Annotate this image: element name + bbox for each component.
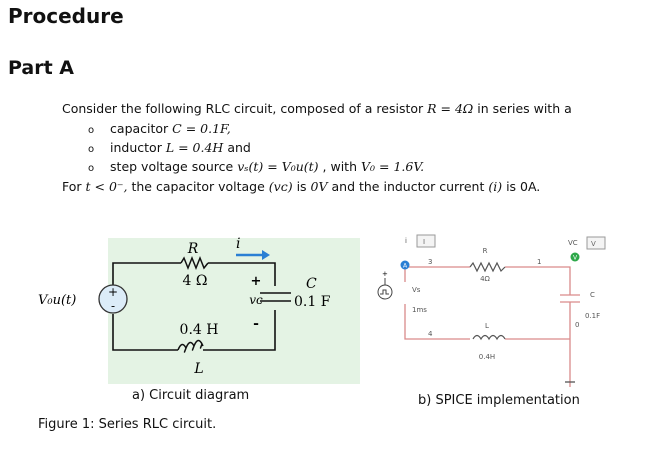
source-label: V₀u(t) [38, 293, 76, 308]
resistor-label: R [187, 241, 199, 257]
inductor-value: 0.4 H [180, 322, 219, 338]
initial-text: the capacitor voltage [127, 179, 269, 194]
spice-l-label: L [485, 322, 489, 330]
spice-vs-time: 1ms [412, 306, 427, 314]
spice-resistor [469, 261, 506, 273]
resistor-symbol [180, 255, 209, 271]
voltage-meter-box [586, 236, 606, 250]
source-minus: - [111, 299, 115, 313]
diagram-background [108, 238, 360, 384]
spice-schematic: + A V I V i 3 R 4Ω 1 VC Vs 1ms 4 L 0.4H … [377, 234, 606, 387]
vc-label: vᴄ [249, 293, 263, 307]
spice-r-label: R [483, 247, 488, 255]
intro-tail: in series with a [473, 101, 572, 116]
resistor-eq: R = 4Ω [427, 101, 474, 116]
initial-text: For [62, 179, 86, 194]
bullet-inductor: o inductor L = 0.4H and [88, 140, 251, 155]
initial-text: is 0A. [502, 179, 541, 194]
initial-eq: 0V [310, 179, 328, 194]
caption-b: b) SPICE implementation [418, 393, 580, 408]
spice-l-value: 0.4H [479, 353, 495, 361]
spice-c-value: 0.1F [585, 312, 600, 320]
bullet-eq: C = 0.1F, [172, 121, 231, 136]
bullet-text: inductor [110, 140, 166, 155]
node-4: 4 [428, 330, 433, 338]
bullet-post: and [223, 140, 251, 155]
node-1: 1 [537, 258, 541, 266]
inductor-label: L [193, 361, 203, 377]
vc-minus: - [253, 316, 259, 332]
spice-source-plus: + [382, 270, 388, 278]
initial-eq: (i) [488, 179, 503, 194]
intro-line: Consider the following RLC circuit, comp… [62, 101, 572, 116]
intro-lead: Consider the following RLC circuit, comp… [62, 101, 428, 116]
circuit-diagram: + - V₀u(t) R i 4 Ω + vᴄ - C 0.1 F 0.4 H … [38, 236, 360, 384]
spice-source-symbol [377, 284, 393, 300]
circuit-wires [112, 262, 291, 351]
spice-current-label: i [405, 237, 407, 245]
node-0: 0 [575, 321, 579, 329]
bullet-source: o step voltage source vₛ(t) = V₀u(t) , w… [88, 159, 424, 174]
initial-eq: t < 0⁻, [85, 179, 128, 194]
current-arrowhead [262, 250, 270, 260]
step-wave-icon [380, 289, 389, 295]
bullet-marker: o [88, 163, 95, 174]
initial-conditions: For t < 0⁻, the capacitor voltage (vᴄ) i… [62, 179, 540, 194]
resistor-value: 4 Ω [183, 273, 208, 289]
initial-text: and the inductor current [327, 179, 489, 194]
spice-inductor [472, 334, 506, 341]
spice-r-value: 4Ω [480, 275, 490, 283]
current-meter-text: I [423, 238, 425, 246]
initial-text: is [292, 179, 311, 194]
voltage-source-symbol [98, 284, 128, 314]
bullet-text: capacitor [110, 121, 173, 136]
figure-caption: Figure 1: Series RLC circuit. [38, 417, 217, 432]
capacitor-label: C [306, 276, 317, 292]
current-label: i [236, 236, 240, 252]
initial-eq: (vᴄ) [268, 179, 293, 194]
bullet-capacitor: o capacitor C = 0.1F, [88, 121, 231, 136]
spice-vs-label: Vs [412, 286, 421, 294]
inductor-symbol [177, 339, 204, 353]
bullet-marker: o [88, 125, 95, 136]
ammeter-probe [400, 260, 410, 270]
bullet-eq: vₛ(t) = V₀u(t) [237, 159, 319, 174]
source-plus: + [108, 285, 118, 299]
node-3: 3 [428, 258, 432, 266]
bullet-marker: o [88, 144, 95, 155]
bullet-eq: L = 0.4H [165, 140, 224, 155]
page-title: Procedure [8, 4, 124, 28]
caption-a: a) Circuit diagram [132, 388, 250, 403]
current-meter-box [416, 234, 436, 248]
bullet-text: step voltage source [110, 159, 238, 174]
capacitor-value: 0.1 F [294, 294, 331, 310]
probe-v-text: V [573, 255, 578, 262]
vc-plus: + [251, 274, 262, 289]
spice-vc-label: VC [568, 239, 578, 247]
spice-wires [404, 266, 580, 387]
spice-c-label: C [590, 291, 595, 299]
probe-a-text: A [403, 263, 408, 270]
voltmeter-probe [570, 252, 580, 262]
voltage-meter-text: V [591, 240, 596, 248]
bullet-eq2: V₀ = 1.6V. [360, 159, 425, 174]
section-title: Part A [8, 57, 75, 79]
bullet-post: , with [318, 159, 361, 174]
